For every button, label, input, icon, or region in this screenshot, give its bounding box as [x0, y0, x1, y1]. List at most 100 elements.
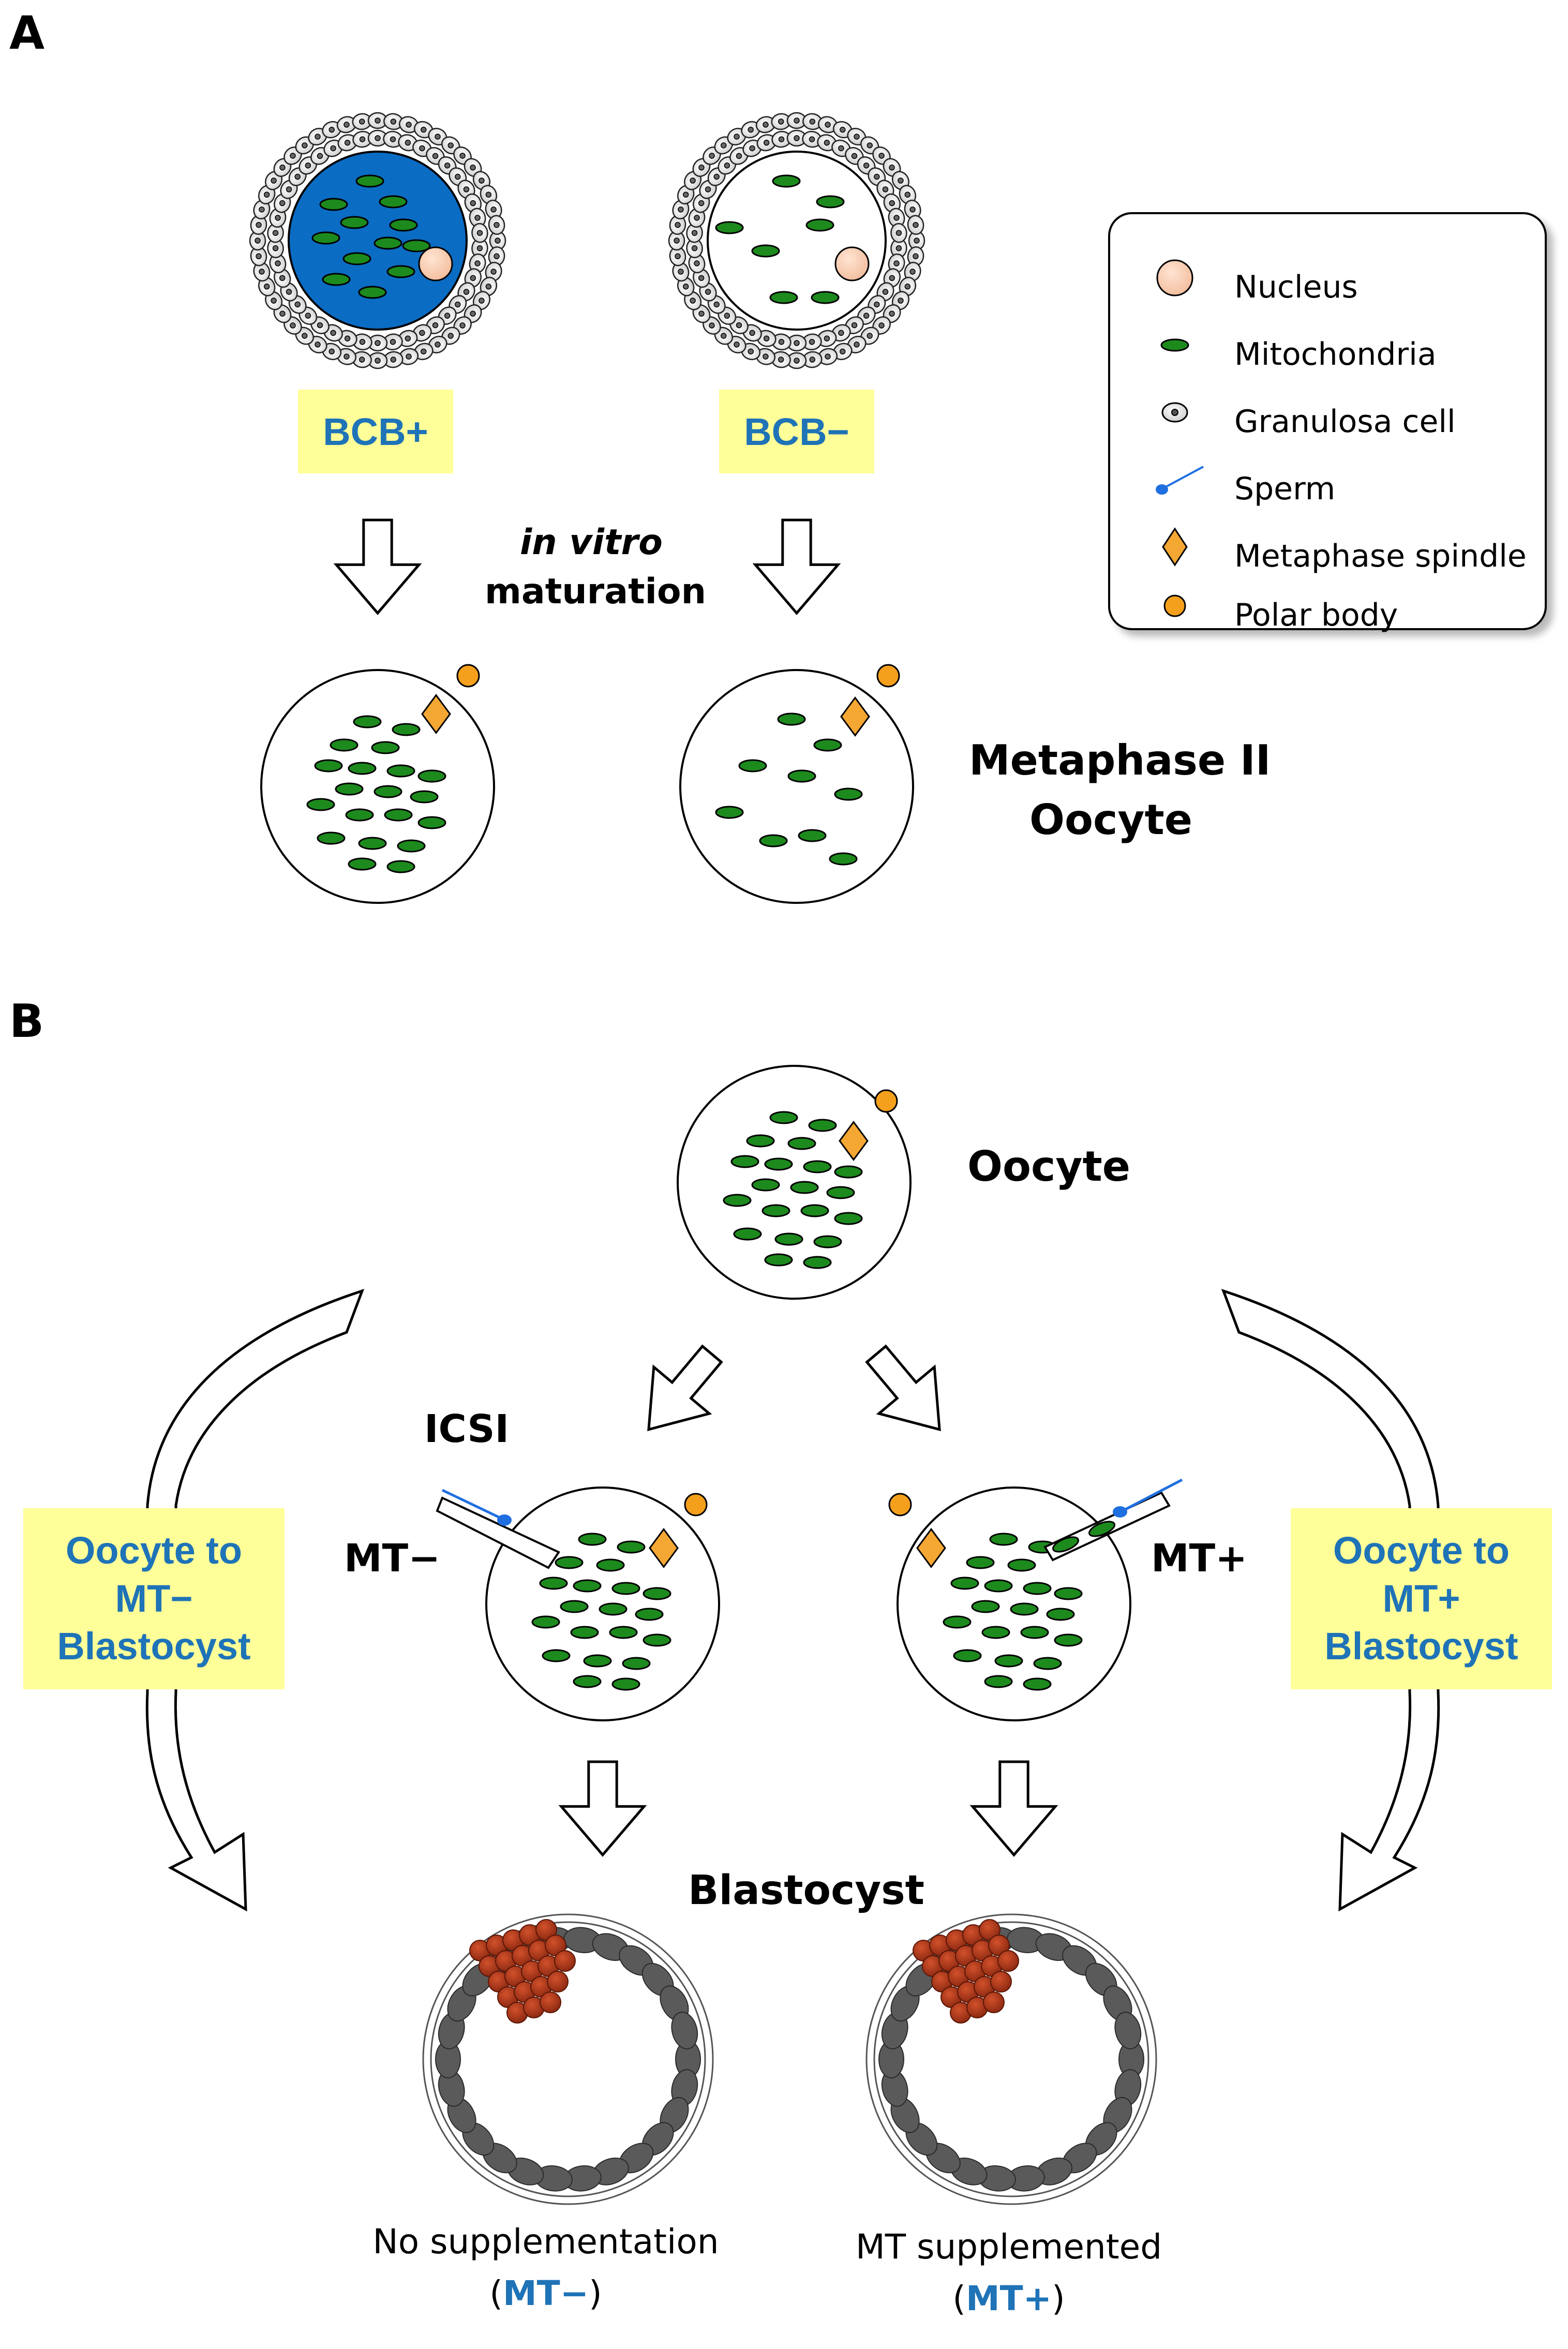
granulosa-nucleus — [294, 301, 301, 308]
mitochondrion — [417, 816, 446, 829]
mitochondrion — [311, 231, 340, 245]
granulosa-nucleus — [893, 260, 900, 266]
inner-cell-mass-cell — [997, 1950, 1019, 1972]
granulosa-nucleus — [763, 122, 769, 128]
caption-left-paren-open: ( — [489, 2273, 503, 2313]
mitochondrion — [611, 1677, 640, 1691]
mitochondrion — [322, 273, 351, 286]
granulosa-nucleus — [256, 253, 262, 260]
granulosa-nucleus — [682, 284, 689, 290]
granulosa-nucleus — [302, 333, 308, 339]
blastocyst-label: Blastocyst — [688, 1867, 924, 1914]
granulosa-nucleus — [421, 348, 427, 355]
granulosa-nucleus — [840, 348, 846, 355]
granulosa-nucleus — [459, 153, 466, 159]
mitochondrion — [816, 195, 845, 209]
left-box-line-1: Oocyte to — [65, 1529, 243, 1572]
granulosa-nucleus — [809, 118, 816, 125]
mt-minus-oocyte — [436, 1486, 720, 1721]
sperm-head — [1113, 1506, 1127, 1518]
mitochondrion — [358, 286, 387, 299]
granulosa-nucleus — [825, 353, 831, 360]
icsi-label: ICSI — [424, 1407, 510, 1451]
granulosa-nucleus — [344, 335, 351, 341]
granulosa-nucleus — [375, 117, 381, 124]
granulosa-nucleus — [794, 117, 800, 124]
mitochondria-icon — [1160, 338, 1189, 352]
arrow-shape — [865, 1344, 941, 1432]
mitochondrion — [617, 1540, 646, 1554]
mitochondrion — [715, 221, 744, 234]
granulosa-nucleus — [909, 206, 916, 213]
granulosa-nucleus — [838, 330, 844, 336]
right-box-line-1: Oocyte to — [1333, 1529, 1510, 1572]
bcb-minus-label: BCB− — [744, 410, 849, 453]
granulosa-nucleus — [359, 136, 366, 142]
oocyte-membrane — [260, 669, 495, 904]
mitochondrion — [573, 1675, 602, 1688]
polar-body — [876, 664, 900, 688]
inner-cell-mass-cell — [990, 1971, 1012, 1993]
granulosa-nucleus — [724, 313, 730, 319]
legend-item-sperm: Sperm — [1110, 456, 1545, 508]
mitochondrion — [417, 769, 446, 783]
granulosa-nucleus — [305, 162, 311, 169]
mitochondrion — [555, 1556, 584, 1569]
granulosa-nucleus — [390, 136, 396, 142]
mitochondrion — [314, 759, 343, 772]
granulosa-nucleus — [406, 122, 412, 128]
curved-arrow-right — [1221, 1289, 1440, 1912]
mitochondrion — [384, 808, 413, 822]
granulosa-nucleus — [889, 310, 895, 317]
granulosa-nucleus — [405, 335, 411, 341]
mitochondrion — [1046, 1608, 1075, 1621]
granulosa-nucleus — [344, 140, 351, 146]
granulosa-nucleus — [690, 177, 696, 184]
mitochondrion — [635, 1608, 664, 1621]
mitochondrion — [811, 291, 840, 304]
mitochondrion — [751, 1178, 780, 1192]
mitochondrion — [371, 741, 400, 754]
granulosa-nucleus — [882, 186, 889, 192]
granulosa-nucleus — [878, 153, 885, 159]
mitochondrion — [813, 1235, 842, 1248]
panel-a-label: A — [9, 6, 45, 60]
granulosa-nucleus — [485, 191, 492, 198]
left-box-line-2: MT− — [115, 1577, 193, 1620]
bcb-minus-box: BCB− — [719, 390, 874, 473]
in-vitro-label: in vitro — [520, 522, 663, 563]
granulosa-nucleus — [470, 275, 476, 281]
granulosa-nucleus — [259, 206, 265, 213]
mitochondrion — [599, 1602, 628, 1616]
granulosa-nucleus — [909, 269, 916, 275]
follicle-bcb-plus — [249, 112, 506, 369]
granulosa-nucleus — [889, 165, 895, 171]
granulosa-nucleus — [272, 245, 279, 251]
granulosa-nucleus — [255, 237, 261, 244]
granulosa-nucleus — [794, 340, 800, 346]
mitochondrion — [834, 1212, 863, 1225]
metaphase-spindle — [839, 1121, 869, 1161]
mitochondrion — [800, 1204, 829, 1217]
granulosa-nucleus — [694, 260, 700, 266]
mitochondrion — [611, 1582, 640, 1595]
granulosa-nucleus — [749, 145, 755, 152]
mitochondrion — [746, 1134, 775, 1148]
legend-item-spindle: Metaphase spindle — [1110, 524, 1545, 575]
granulosa-nucleus — [359, 339, 366, 345]
mitochondrion — [348, 762, 377, 775]
right-box-line-2: MT+ — [1382, 1577, 1460, 1620]
granulosa-nucleus — [375, 340, 381, 346]
mitochondrion — [971, 1600, 1000, 1613]
mitochondrion — [994, 1654, 1023, 1668]
granulosa-nucleus — [809, 356, 816, 363]
mitochondrion — [803, 1160, 832, 1173]
granulosa-nucleus — [317, 322, 323, 329]
granulosa-nucleus — [359, 118, 365, 125]
granulosa-nucleus — [893, 215, 900, 221]
mitochondrion — [1020, 1626, 1049, 1639]
mitochondrion — [573, 1579, 602, 1593]
left-box-line-3: Blastocyst — [57, 1625, 251, 1668]
granulosa-nucleus — [479, 177, 485, 184]
